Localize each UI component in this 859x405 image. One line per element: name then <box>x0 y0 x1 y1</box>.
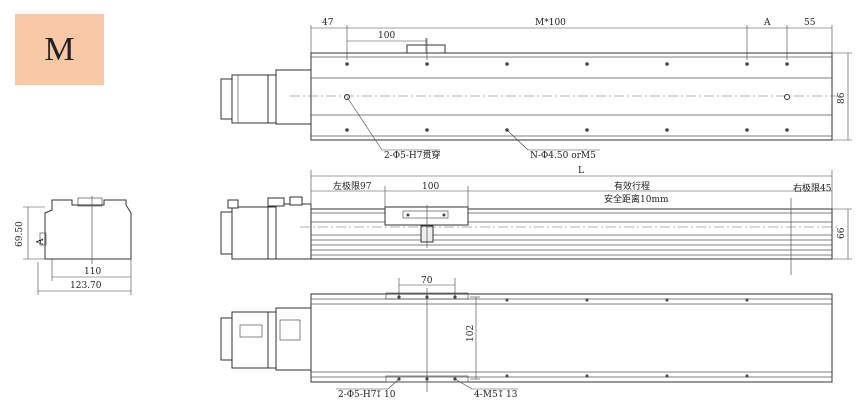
top-callout-n: N-Φ4.50 orM5 <box>530 151 596 161</box>
bottom-callout-depth-1: 10 <box>384 390 396 400</box>
top-dim-100: 100 <box>378 31 395 41</box>
bottom-callout-holes: 2-Φ5-H7 <box>338 390 377 400</box>
end-a-label: A <box>36 238 46 246</box>
top-dim-86: 86 <box>837 92 847 104</box>
top-view: 47 M*100 A 55 100 86 2-Φ5-H7贯穿 N-Φ4.50 o… <box>220 18 852 161</box>
bottom-dim-70: 70 <box>421 276 433 286</box>
top-dim-47: 47 <box>322 18 334 28</box>
front-dim-66: 66 <box>837 227 847 239</box>
bottom-callout-m5: 4-M5 <box>474 390 498 400</box>
top-callout-holes: 2-Φ5-H7贯穿 <box>384 149 441 161</box>
front-dim-l: L <box>578 166 584 176</box>
bottom-view: 70 102 2-Φ5-H7 ↧ 10 4-M5 ↧ 13 <box>220 276 833 400</box>
front-safe-distance: 安全距离10mm <box>604 193 669 205</box>
front-left-limit: 左极限97 <box>333 180 372 192</box>
svg-text:↧: ↧ <box>497 390 505 400</box>
end-width-110-label: 110 <box>84 267 101 277</box>
top-dim-a: A <box>763 18 771 28</box>
end-height-label: 69.50 <box>15 221 25 247</box>
end-view: 69.50 A 110 123.70 <box>15 196 132 295</box>
top-dim-55: 55 <box>804 18 816 28</box>
model-badge: M <box>15 14 104 85</box>
bottom-callout-depth-2: 13 <box>506 390 518 400</box>
front-stroke: 有效行程 <box>614 180 650 192</box>
front-right-limit: 右极限45 <box>793 182 832 194</box>
top-dim-m100: M*100 <box>535 18 566 28</box>
bottom-dim-102: 102 <box>466 325 476 342</box>
end-width-123-label: 123.70 <box>70 281 102 291</box>
front-view: L 左极限97 100 有效行程 安全距离10mm 右极限45 66 <box>220 166 852 275</box>
front-dim-100: 100 <box>422 182 439 192</box>
model-badge-label: M <box>44 30 75 68</box>
svg-text:↧: ↧ <box>375 390 383 400</box>
